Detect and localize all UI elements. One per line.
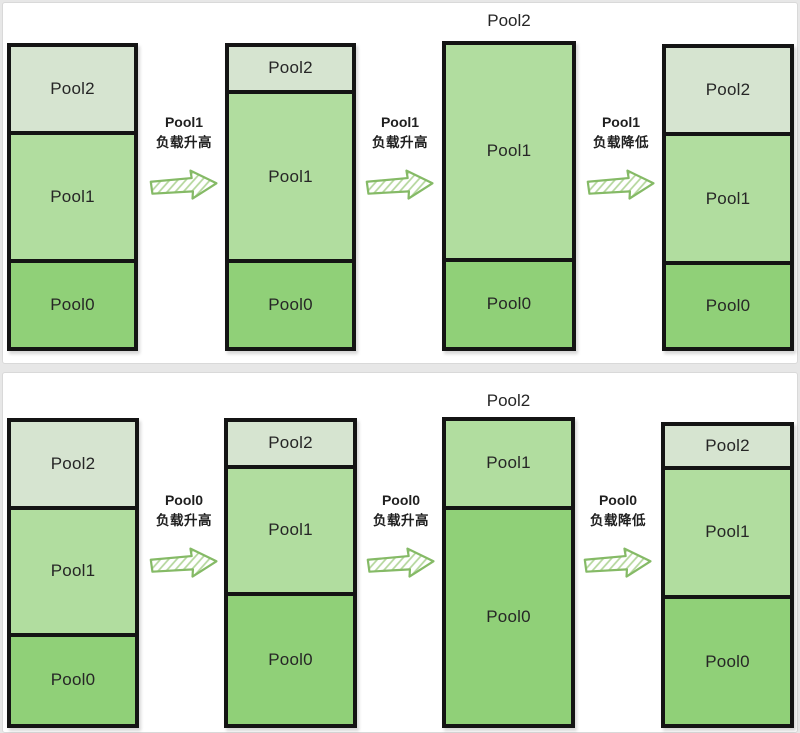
pool2-overflow-label: Pool2 xyxy=(487,11,531,30)
transition-direction: 负载升高 xyxy=(156,512,212,528)
pool1-cycle-panel: Pool2 Pool1 Pool0 Pool1 负载升高 Pool2 Pool1… xyxy=(2,2,798,364)
pool2-segment: Pool2 xyxy=(11,422,135,506)
pool2-segment: Pool2 xyxy=(228,422,353,465)
memory-stack-bar: Pool2 Pool1 Pool0 xyxy=(7,43,138,351)
memory-stack-bar: Pool1 Pool0 xyxy=(442,417,575,728)
pool2-segment-label: Pool2 xyxy=(268,433,313,453)
transition-direction: 负载升高 xyxy=(373,512,429,528)
pool1-segment-label: Pool1 xyxy=(268,520,313,540)
pool1-segment-label: Pool1 xyxy=(486,141,532,161)
pool1-segment-label: Pool1 xyxy=(268,166,313,186)
pool2-segment-label: Pool2 xyxy=(50,78,95,98)
pool2-segment: Pool2 xyxy=(666,48,790,133)
transition-label: Pool1 负载升高 xyxy=(156,113,212,152)
transition-arrow-group: Pool0 负载升高 xyxy=(140,491,228,583)
transition-arrow-group: Pool0 负载升高 xyxy=(357,491,445,583)
pool0-segment-label: Pool0 xyxy=(705,295,751,315)
pool0-segment-label: Pool0 xyxy=(50,670,96,690)
transition-pool-name: Pool1 xyxy=(164,114,204,130)
pool0-segment: Pool0 xyxy=(665,595,790,724)
pool1-segment: Pool1 xyxy=(666,132,790,261)
pool0-segment: Pool0 xyxy=(666,260,790,347)
pool2-segment-label: Pool2 xyxy=(50,453,96,473)
pool2-segment: Pool2 xyxy=(229,47,352,90)
pool0-segment: Pool0 xyxy=(11,632,135,724)
pool2-segment-label: Pool2 xyxy=(705,80,751,100)
pool1-segment: Pool1 xyxy=(446,421,571,506)
transition-arrow-group: Pool1 负载升高 xyxy=(356,113,444,205)
transition-pool-name: Pool1 xyxy=(601,114,641,130)
pool2-segment-label: Pool2 xyxy=(268,58,313,78)
transition-pool-name: Pool1 xyxy=(380,114,420,130)
pool0-segment: Pool0 xyxy=(228,591,353,724)
pool1-segment-label: Pool1 xyxy=(486,453,531,473)
pool0-segment-label: Pool0 xyxy=(486,606,531,626)
right-arrow-icon xyxy=(366,547,435,578)
pool1-segment: Pool1 xyxy=(665,465,790,596)
pool2-segment: Pool2 xyxy=(665,426,790,466)
pool0-segment: Pool0 xyxy=(229,259,352,347)
transition-label: Pool0 负载降低 xyxy=(590,491,646,530)
pool0-segment-label: Pool0 xyxy=(50,295,95,315)
memory-stack-bar: Pool2 Pool1 Pool0 xyxy=(224,418,357,728)
right-arrow-icon xyxy=(365,169,434,200)
right-arrow-icon xyxy=(149,547,218,578)
memory-stack-bar: Pool2 Pool1 Pool0 xyxy=(662,44,794,351)
pool0-cycle-panel: Pool2 Pool1 Pool0 Pool0 负载升高 Pool2 Pool1… xyxy=(2,372,798,733)
memory-stack-bar: Pool1 Pool0 xyxy=(442,41,576,351)
pool1-segment-label: Pool1 xyxy=(705,522,750,542)
memory-stack-bar: Pool2 Pool1 Pool0 xyxy=(661,422,794,728)
transition-pool-name: Pool0 xyxy=(381,492,421,508)
pool2-overflow-label: Pool2 xyxy=(486,391,531,410)
pool1-segment: Pool1 xyxy=(446,45,572,258)
pool2-segment: Pool2 xyxy=(11,47,134,131)
right-arrow-icon xyxy=(586,169,655,200)
pool1-segment: Pool1 xyxy=(11,130,134,260)
transition-label: Pool0 负载升高 xyxy=(373,491,429,530)
memory-stack-bar: Pool2 Pool1 Pool0 xyxy=(7,418,139,728)
pool1-segment: Pool1 xyxy=(229,89,352,260)
right-arrow-icon xyxy=(583,547,652,578)
pool0-segment-label: Pool0 xyxy=(486,294,532,314)
transition-direction: 负载降低 xyxy=(593,134,649,150)
transition-pool-name: Pool0 xyxy=(164,492,204,508)
pool0-segment-label: Pool0 xyxy=(705,651,750,671)
pool0-segment-label: Pool0 xyxy=(268,295,313,315)
pool1-segment-label: Pool1 xyxy=(50,561,96,581)
transition-arrow-group: Pool0 负载降低 xyxy=(574,491,662,583)
right-arrow-icon xyxy=(149,169,218,200)
pool0-segment: Pool0 xyxy=(446,257,572,347)
pool0-segment: Pool0 xyxy=(11,259,134,347)
transition-direction: 负载升高 xyxy=(156,134,212,150)
transition-direction: 负载升高 xyxy=(372,134,428,150)
transition-pool-name: Pool0 xyxy=(598,492,638,508)
pool0-segment-label: Pool0 xyxy=(268,649,313,669)
transition-direction: 负载降低 xyxy=(590,512,646,528)
memory-stack-bar: Pool2 Pool1 Pool0 xyxy=(225,43,356,351)
transition-label: Pool0 负载升高 xyxy=(156,491,212,530)
pool1-segment: Pool1 xyxy=(11,505,135,633)
transition-arrow-group: Pool1 负载升高 xyxy=(140,113,228,205)
pool0-segment: Pool0 xyxy=(446,505,571,724)
pool1-segment-label: Pool1 xyxy=(50,187,95,206)
pool2-segment-label: Pool2 xyxy=(705,435,750,455)
transition-label: Pool1 负载升高 xyxy=(372,113,428,152)
pool1-segment-label: Pool1 xyxy=(705,188,751,208)
transition-label: Pool1 负载降低 xyxy=(593,113,649,152)
transition-arrow-group: Pool1 负载降低 xyxy=(577,113,665,205)
pool1-segment: Pool1 xyxy=(228,464,353,592)
